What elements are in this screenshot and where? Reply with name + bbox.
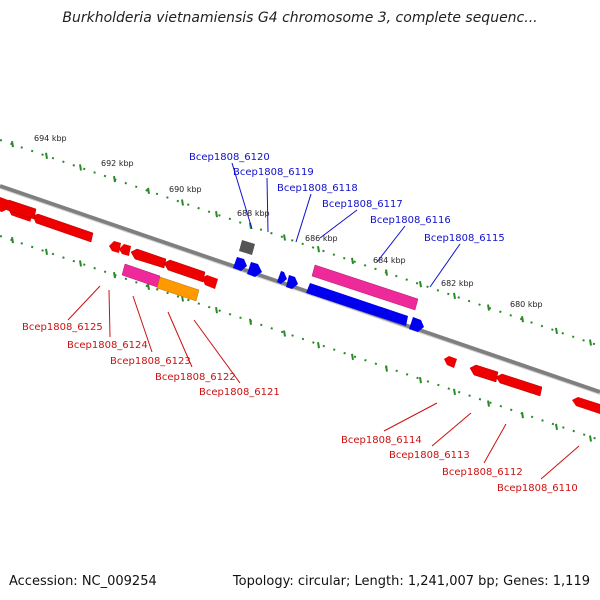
ruler-tick [215,210,218,218]
bottom-callouts [67,285,580,480]
gene-reverse-6123[interactable] [130,248,167,269]
ruler-tick [589,435,592,442]
gene-forward-6119-b[interactable] [247,262,262,277]
ruler-tick [147,187,150,194]
gene-label-6117[interactable]: Bcep1808_6117 [322,199,403,210]
gene-label-6124[interactable]: Bcep1808_6124 [67,340,148,351]
ruler-tick [11,236,14,244]
gene-forward-6115[interactable] [409,317,424,332]
gene-reverse-6124-b[interactable] [119,244,131,256]
lower-major-ticks [11,236,592,442]
scale-label-694: 694 kbp [34,134,67,143]
accession-text: Accession: NC_009254 [9,574,157,589]
gene-reverse-6110[interactable] [572,397,600,414]
ruler-tick [589,339,592,346]
scale-label-688: 688 kbp [237,209,270,218]
topology-summary: Topology: circular; Length: 1,241,007 bp… [232,574,590,589]
ruler-tick [317,342,320,349]
ruler-tick [181,199,184,206]
gene-label-6118[interactable]: Bcep1808_6118 [277,183,358,194]
ruler-tick [555,327,558,335]
gene-label-6120[interactable]: Bcep1808_6120 [189,152,270,163]
gene-label-6112[interactable]: Bcep1808_6112 [442,467,523,478]
scale-label-686: 686 kbp [305,234,338,243]
ruler-tick [147,283,150,290]
gene-reverse-6122[interactable] [163,259,206,283]
top-callouts [231,162,461,288]
gene-reverse-6121[interactable] [202,275,218,289]
gene-reverse-6113[interactable] [469,364,499,383]
gene-label-6115[interactable]: Bcep1808_6115 [424,233,505,244]
ruler-tick [113,175,116,183]
ruler-tick [45,248,48,255]
scale-label-684: 684 kbp [373,256,406,265]
ruler-tick [419,281,422,288]
ruler-tick [419,377,422,384]
scale-label-680: 680 kbp [510,300,543,309]
top-gene-labels: Bcep1808_6120 Bcep1808_6119 Bcep1808_611… [189,152,505,244]
gene-reverse-6124-a[interactable] [109,241,121,253]
gene-forward-6119-a[interactable] [233,257,247,271]
gene-reverse-6112[interactable] [495,373,543,397]
gene-grey-6120[interactable] [239,240,255,255]
gene-forward-6118-b[interactable] [286,275,298,289]
gene-forward-6116[interactable] [306,283,408,326]
bottom-gene-labels: Bcep1808_6125 Bcep1808_6124 Bcep1808_612… [22,322,578,494]
ruler-tick [385,269,388,276]
ruler-tick [487,400,490,407]
gene-label-6122[interactable]: Bcep1808_6122 [155,372,236,383]
gene-label-6116[interactable]: Bcep1808_6116 [370,215,451,226]
gene-label-6123[interactable]: Bcep1808_6123 [110,356,191,367]
ruler-tick [113,271,116,279]
ruler-tick [487,304,490,311]
ruler-tick [351,257,354,265]
reverse-strand-genes [0,195,600,414]
ruler-tick [453,292,456,300]
scale-label-692: 692 kbp [101,159,134,168]
forward-strand-genes [233,240,424,332]
ruler-tick [385,365,388,372]
gene-reverse-6125-c[interactable] [0,197,8,210]
gene-label-6114[interactable]: Bcep1808_6114 [341,435,422,446]
ruler-tick [79,260,82,267]
backbone-shade [0,188,600,395]
map-title: Burkholderia vietnamiensis G4 chromosome… [62,10,538,26]
gene-reverse-6125-a[interactable] [32,213,94,243]
ruler-tick [249,318,252,325]
ruler-tick [79,164,82,171]
ruler-tick [283,330,286,337]
ruler-tick [45,152,48,159]
upper-ruler [0,139,600,347]
gene-highlight-6123[interactable] [121,263,161,288]
ruler-tick [555,423,558,431]
gene-orange-6122[interactable] [156,276,200,302]
gene-reverse-6114[interactable] [444,356,457,368]
ruler-tick [11,140,14,148]
chromosome-backbone [0,184,600,394]
gene-highlight-6117[interactable] [311,264,419,311]
gene-forward-6118-a[interactable] [277,271,287,284]
ruler-tick [215,306,218,314]
lower-ruler [0,235,600,441]
ruler-tick [453,388,456,396]
scale-label-682: 682 kbp [441,279,474,288]
gene-label-6125[interactable]: Bcep1808_6125 [22,322,103,333]
upper-major-ticks [11,140,592,346]
scale-label-690: 690 kbp [169,185,202,194]
ruler-tick [521,316,524,323]
gene-label-6119[interactable]: Bcep1808_6119 [233,167,314,178]
ruler-tick [317,246,320,253]
ruler-tick [351,353,354,361]
gene-label-6121[interactable]: Bcep1808_6121 [199,387,280,398]
ruler-tick [521,412,524,419]
gene-label-6113[interactable]: Bcep1808_6113 [389,450,470,461]
ruler-tick [283,234,286,241]
gene-label-6110[interactable]: Bcep1808_6110 [497,483,578,494]
